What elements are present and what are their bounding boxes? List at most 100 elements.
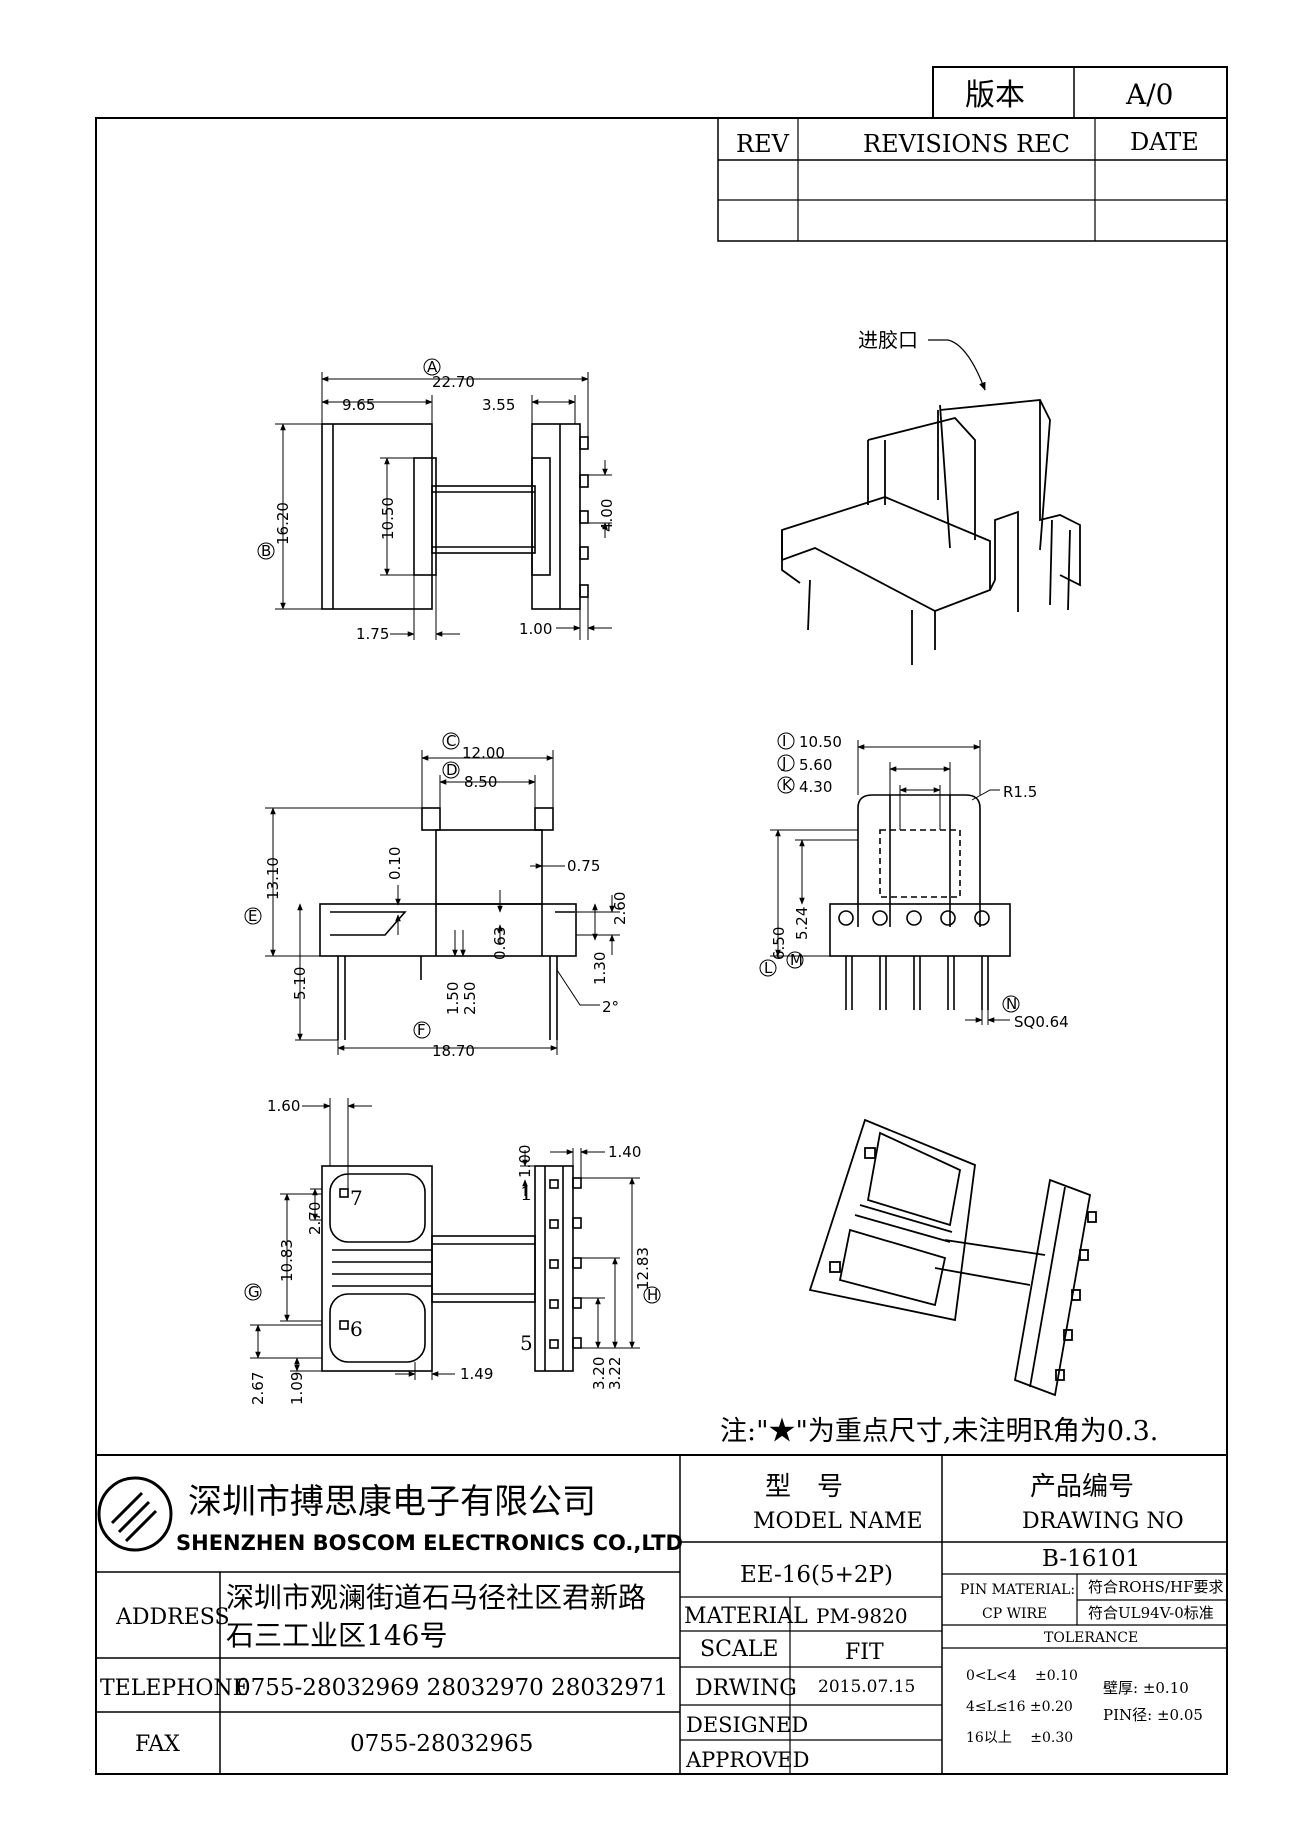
dim-text: 1.49 (460, 1365, 493, 1383)
dim-text: SQ0.64 (1014, 1013, 1069, 1031)
drawing-no-label-cn: 产品编号 (1030, 1472, 1134, 1502)
model-label-cn: 型 号 (765, 1472, 843, 1502)
dim-text: 2.60 (611, 892, 629, 925)
circle-label: K (782, 776, 793, 794)
telephone-value: 0755-28032969 28032970 28032971 (236, 1675, 668, 1701)
bottom-view (321, 1165, 582, 1372)
dim-text: 10.50 (379, 497, 397, 540)
dim-text: 1.60 (267, 1097, 300, 1115)
dim-text: 1.00 (516, 1145, 534, 1178)
address-label: ADDRESS (115, 1605, 230, 1630)
drwing-label: DRWING (695, 1676, 797, 1701)
drwing-value: 2015.07.15 (818, 1677, 915, 1697)
designed-label: DESIGNED (686, 1713, 808, 1737)
dim-text: 18.70 (432, 1042, 475, 1060)
dim-text: 0.75 (567, 857, 600, 875)
dim-text: 9.65 (342, 396, 375, 414)
side-view-dims (244, 732, 620, 1055)
bottom-view-dims (244, 1098, 661, 1380)
drawing-no-value: B-16101 (1042, 1546, 1140, 1572)
dim-text: 13.10 (264, 857, 282, 900)
address-line1: 深圳市观澜街道石马径社区君新路 (226, 1581, 646, 1614)
pin-material-value: 符合ROHS/HF要求 (1088, 1578, 1224, 1596)
dim-text: 1.50 (444, 982, 462, 1015)
tolerance-row: 0<L<4 ±0.10 (966, 1668, 1078, 1684)
version-value: A/0 (1125, 78, 1173, 111)
iso-bottom-view (808, 1118, 1097, 1397)
top-view-dims (257, 358, 612, 640)
bottom-view-labels: G H 1.60 1.00 1.40 2.70 10.83 12.83 2.67… (248, 1097, 658, 1405)
scale-value: FIT (845, 1640, 884, 1665)
dim-text: 6.50 (770, 927, 788, 960)
circle-label: I (782, 732, 786, 750)
approved-label: APPROVED (685, 1748, 809, 1772)
dim-text: 4.00 (598, 499, 616, 532)
circle-label: G (248, 1283, 260, 1301)
drawing-note: 注:"★"为重点尺寸,未注明R角为0.3. (720, 1416, 1158, 1447)
dim-text: 5.10 (291, 967, 309, 1000)
company-logo (97, 1476, 173, 1552)
dim-text: R1.5 (1003, 783, 1037, 801)
dim-text: 8.50 (464, 773, 497, 791)
circle-label: J (781, 754, 786, 772)
company-name-cn: 深圳市搏思康电子有限公司 (188, 1482, 596, 1522)
dim-text: 3.22 (606, 1357, 624, 1390)
dim-text: 4.30 (799, 778, 832, 796)
iso-top-view (781, 399, 1081, 665)
revision-table: REV REVISIONS REC DATE (717, 117, 1228, 242)
dim-text: 5.24 (793, 907, 811, 940)
circle-label: B (261, 542, 271, 560)
date-header: DATE (1130, 128, 1199, 156)
dim-text: 0.10 (386, 847, 404, 880)
top-view (321, 423, 589, 610)
dim-text: 12.00 (462, 744, 505, 762)
address-line2: 石三工业区146号 (226, 1619, 447, 1652)
version-box: 版本 A/0 (932, 66, 1228, 119)
dim-text: 10.83 (278, 1239, 296, 1282)
title-block-text: 深圳市搏思康电子有限公司 SHENZHEN BOSCOM ELECTRONICS… (100, 1472, 1224, 1772)
dim-text: 3.20 (590, 1357, 608, 1390)
cp-wire-value: 符合UL94V-0标准 (1088, 1604, 1214, 1622)
dim-text: 1.09 (288, 1372, 306, 1405)
circle-label: C (446, 732, 456, 750)
pin-diameter: PIN径: ±0.05 (1103, 1706, 1203, 1724)
dim-text: 12.83 (634, 1247, 652, 1290)
tolerance-row: 4≤L≤16 ±0.20 (966, 1699, 1073, 1715)
dim-text: 5.60 (799, 756, 832, 774)
front-view-dims (759, 732, 1020, 1025)
dim-text: 1.00 (519, 620, 552, 638)
circle-label: M (790, 951, 803, 969)
circle-label: N (1006, 995, 1017, 1013)
model-value: EE-16(5+2P) (740, 1562, 893, 1588)
top-view-labels: A B 22.70 9.65 3.55 16.20 10.50 4.00 1.7… (261, 358, 616, 643)
dim-text: 1.30 (591, 952, 609, 985)
pin-number: 5 (520, 1331, 533, 1355)
drawing-no-label-en: DRAWING NO (1022, 1509, 1184, 1534)
dim-text: 0.63 (491, 927, 509, 960)
iso-top-gate-label: 进胶口 (858, 328, 986, 391)
title-block (96, 1454, 1227, 1774)
scale-label: SCALE (700, 1637, 778, 1662)
dim-text: 22.70 (432, 373, 475, 391)
drawing-border (95, 117, 1228, 1775)
model-label-en: MODEL NAME (753, 1509, 923, 1534)
pin-material-label: PIN MATERIAL: (960, 1582, 1075, 1598)
tolerance-row: 16以上 ±0.30 (966, 1730, 1073, 1746)
fax-label: FAX (135, 1732, 180, 1757)
circle-label: F (417, 1021, 426, 1039)
revisions-rec-header: REVISIONS REC (863, 130, 1070, 158)
side-view-labels: C D E F 12.00 8.50 13.10 0.10 0.75 0.63 … (248, 732, 629, 1060)
wall-thickness: 壁厚: ±0.10 (1103, 1679, 1189, 1697)
circle-label: L (764, 959, 773, 977)
dim-text: 2.67 (249, 1372, 267, 1405)
cp-wire-label: CP WIRE (982, 1606, 1047, 1622)
tolerance-label: TOLERANCE (1044, 1630, 1138, 1646)
dim-text: 10.50 (799, 733, 842, 751)
material-value: PM-9820 (816, 1604, 908, 1628)
material-label: MATERIAL (684, 1604, 808, 1629)
front-view-labels: I J K L M N 10.50 5.60 4.30 R1.5 6.50 5.… (764, 732, 1069, 1031)
pin-number: 7 (350, 1186, 363, 1210)
telephone-label: TELEPHONE (100, 1676, 249, 1701)
circle-label: D (446, 761, 458, 779)
